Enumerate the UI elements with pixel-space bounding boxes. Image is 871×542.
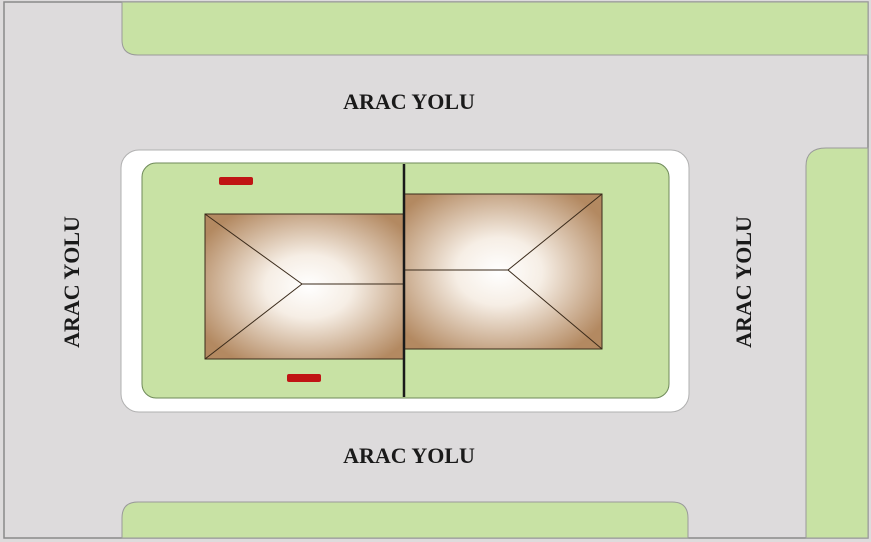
road-label-right: ARAC YOLU [731, 216, 756, 348]
road-label-bottom: ARAC YOLU [343, 443, 475, 468]
green-block-right [805, 147, 869, 539]
road-label-top: ARAC YOLU [343, 89, 475, 114]
road-label-left: ARAC YOLU [59, 216, 84, 348]
right-building-roof [403, 193, 603, 350]
green-block-top [121, 1, 869, 56]
green-block-bottom [121, 501, 689, 539]
entrance-marker-bottom [287, 374, 321, 382]
left-building-roof [204, 213, 405, 360]
entrance-marker-top [219, 177, 253, 185]
